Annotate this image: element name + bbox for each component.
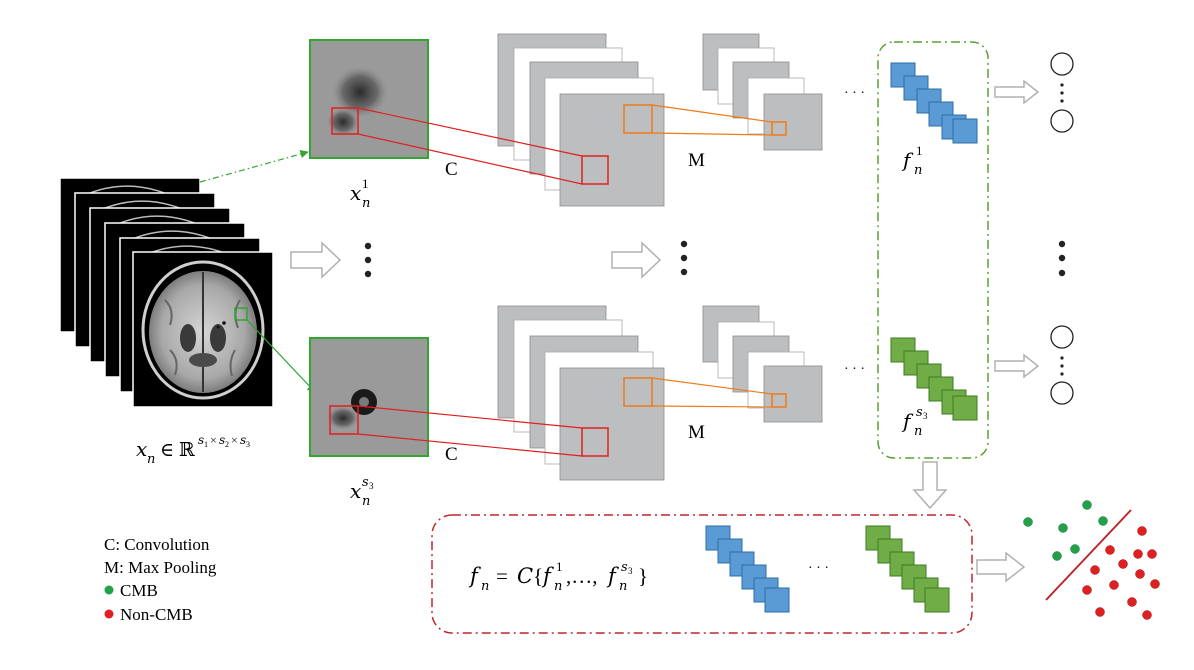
arrow-down [912,461,948,510]
svg-text:x: x [136,437,147,461]
svg-text:s: s [362,475,369,490]
classification-scatter [1023,500,1160,620]
legend-cmb: CMB [120,581,158,600]
arrow-classify [976,551,1026,583]
svg-text:=: = [496,564,508,588]
svg-text:n: n [619,579,627,594]
arrow-output-top [994,79,1040,105]
svg-text:×: × [210,433,217,447]
svg-text:C: C [517,564,533,588]
svg-text:1: 1 [204,440,208,449]
patch-bottom [309,337,429,457]
svg-text:n: n [147,452,155,467]
svg-text:}: } [638,564,648,588]
patch-link-bottom [246,319,316,393]
svg-text:3: 3 [923,411,928,421]
svg-text:3: 3 [628,566,633,576]
cmb-points [1023,500,1108,561]
legend-pool: M: Max Pooling [104,558,217,577]
fusion-vector-blue [705,525,790,613]
feature-label-top: f n 1 [901,143,923,178]
svg-text:f: f [468,564,481,588]
pool-feature-maps-bottom [702,305,823,423]
ellipsis-bottom: · · · [844,362,865,377]
svg-text:3: 3 [246,440,250,449]
svg-text:n: n [481,579,489,594]
svg-text:s: s [219,433,225,447]
feature-vector-top [890,62,978,144]
output-neurons-bottom [1050,325,1074,405]
arrow-output-bottom [994,353,1040,379]
mri-brain-slice [132,251,274,408]
fusion-vector-green [865,525,950,613]
ellipsis-top: · · · [844,86,865,101]
svg-text:s: s [621,560,628,575]
legend-cmb-dot [104,585,114,595]
svg-text:x: x [350,479,361,503]
conv-label-top: C [445,159,458,180]
fusion-frame [431,514,973,634]
svg-text:f: f [901,148,914,172]
patch-link-top [199,149,309,183]
noncmb-points [1082,526,1160,620]
svg-text:{: { [533,564,543,588]
svg-text:f: f [606,564,619,588]
svg-text:∈ ℝ: ∈ ℝ [160,440,195,461]
fusion-formula: f n = C { f n 1 ,…, f n s 3 } [468,559,648,594]
arrow-middle [611,241,662,279]
svg-text:3: 3 [369,481,374,491]
svg-text:1: 1 [916,143,923,158]
feature-group-frame [877,41,989,459]
pool-label-top: M [688,150,705,171]
input-label: x n ∈ ℝ s 1 × s 2 × s 3 [136,433,250,467]
conv-feature-maps-bottom [497,305,665,481]
svg-text:1: 1 [362,176,369,191]
ellipsis-fusion: · · · [808,561,829,576]
flow-arrows [290,79,1040,583]
conv-field-lines [357,107,583,457]
legend: C: Convolution M: Max Pooling CMB Non-CM… [104,535,217,624]
feature-vector-bottom [890,337,978,421]
svg-text:f: f [541,564,554,588]
svg-text:n: n [362,494,370,509]
svg-text:n: n [914,424,922,439]
svg-text:×: × [231,433,238,447]
legend-noncmb: Non-CMB [120,605,193,624]
decision-boundary [1045,509,1132,601]
svg-text:2: 2 [225,440,229,449]
svg-text:f: f [901,409,914,433]
svg-text:n: n [362,196,370,211]
pool-field-lines [651,104,773,408]
svg-text:n: n [914,163,922,178]
conv-label-bottom: C [445,444,458,465]
svg-text:x: x [350,181,361,205]
output-neurons-top [1050,52,1074,133]
patch-label-top: x n 1 [350,176,370,211]
pool-feature-maps-top [702,33,823,151]
svg-text:s: s [198,433,204,447]
svg-text:s: s [240,433,246,447]
patch-label-bottom: x n s 3 [350,475,374,509]
svg-text:n: n [554,579,562,594]
svg-text:1: 1 [556,559,563,574]
legend-conv: C: Convolution [104,535,210,554]
vertical-dots [364,83,1066,376]
arrow-input [290,241,342,279]
svg-text:s: s [916,405,923,420]
pool-label-bottom: M [688,422,705,443]
patch-top [309,39,429,159]
conv-feature-maps-top [497,33,665,207]
legend-noncmb-dot [104,609,114,619]
svg-text:,…,: ,…, [566,564,598,588]
mri-slice-stack [59,177,274,408]
feature-label-bottom: f n s 3 [901,405,928,439]
